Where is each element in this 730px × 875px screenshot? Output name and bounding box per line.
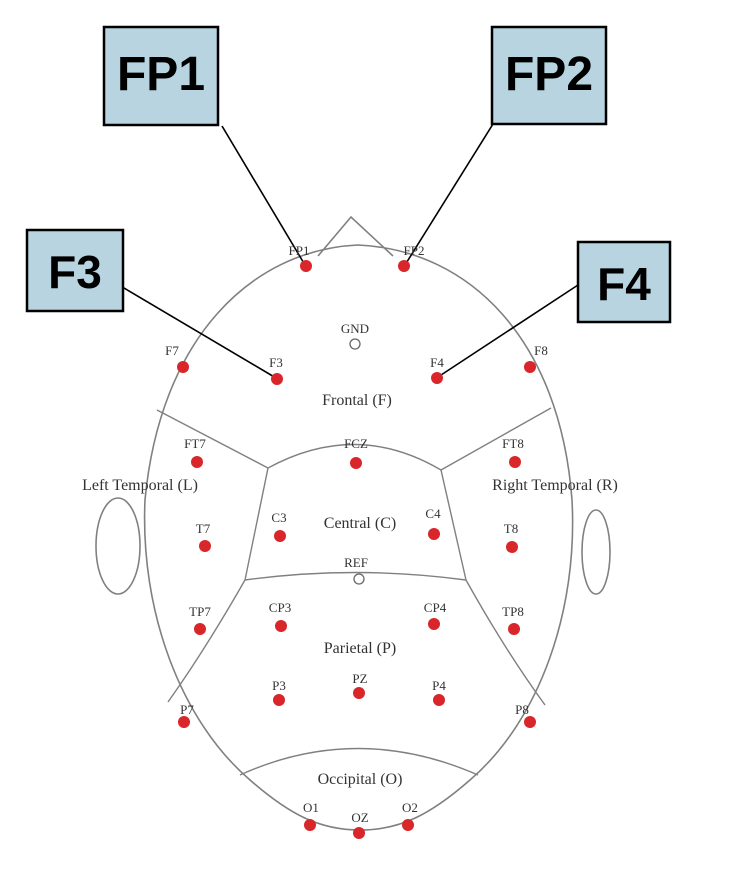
electrode-label-f3: F3 <box>269 355 283 370</box>
callout-label: FP2 <box>505 48 593 101</box>
region-right-temporal: Right Temporal (R) <box>492 477 618 494</box>
electrode-dot-pz <box>353 687 365 699</box>
region-left-temporal: Left Temporal (L) <box>82 477 198 494</box>
occipital-arc <box>239 747 479 776</box>
central-top-arc <box>267 443 442 471</box>
electrode-dot-c4 <box>428 528 440 540</box>
central-bottom-arc <box>244 571 467 581</box>
callout-label: FP1 <box>117 48 205 101</box>
electrode-dot-o2 <box>402 819 414 831</box>
ref-marker <box>353 573 365 585</box>
callout-fp1: FP1 <box>102 25 220 127</box>
leader-fp1 <box>221 125 306 266</box>
frontal-divider-left <box>156 409 269 469</box>
gnd-label: GND <box>341 321 369 336</box>
electrode-dot-fp2 <box>398 260 410 272</box>
central-right-side <box>440 469 467 581</box>
electrode-label-f4: F4 <box>430 355 444 370</box>
electrode-labels: FP1 FP2 F7 F3 F4 F8 FT7 FCZ FT8 T7 C3 C4… <box>165 243 548 825</box>
electrode-dot-p3 <box>273 694 285 706</box>
electrode-label-p4: P4 <box>432 678 446 693</box>
gnd-marker <box>349 338 361 350</box>
electrode-label-f8: F8 <box>534 343 548 358</box>
region-occipital: Occipital (O) <box>318 771 403 788</box>
leader-f3 <box>123 287 277 379</box>
electrode-label-cp3: CP3 <box>269 600 291 615</box>
callout-f4: F4 <box>576 240 672 324</box>
electrode-dot-f8 <box>524 361 536 373</box>
electrode-dot-ft7 <box>191 456 203 468</box>
electrode-label-p8: P8 <box>515 702 529 717</box>
region-labels: Frontal (F) Central (C) Parietal (P) Occ… <box>82 392 618 788</box>
electrode-dot-f7 <box>177 361 189 373</box>
electrode-label-o1: O1 <box>303 800 319 815</box>
electrode-dot-f4 <box>431 372 443 384</box>
electrode-label-tp7: TP7 <box>189 604 211 619</box>
region-dividers <box>156 407 552 776</box>
electrode-label-c4: C4 <box>425 506 441 521</box>
callout-box <box>490 25 608 126</box>
callout-box <box>576 240 672 324</box>
electrode-dot-p4 <box>433 694 445 706</box>
electrode-label-cp4: CP4 <box>424 600 447 615</box>
electrode-dot-fcz <box>350 457 362 469</box>
electrode-dot-f3 <box>271 373 283 385</box>
electrode-label-ft7: FT7 <box>184 436 206 451</box>
electrode-dots <box>177 260 536 839</box>
central-left-side <box>244 467 269 581</box>
electrode-label-pz: PZ <box>352 671 367 686</box>
electrode-label-fp1: FP1 <box>289 243 310 258</box>
electrode-dot-tp8 <box>508 623 520 635</box>
electrode-dot-t7 <box>199 540 211 552</box>
electrode-label-p7: P7 <box>180 702 194 717</box>
callout-label: F4 <box>597 258 651 310</box>
electrode-label-ft8: FT8 <box>502 436 524 451</box>
leader-fp2 <box>404 123 494 266</box>
electrode-dot-p8 <box>524 716 536 728</box>
ref-label: REF <box>344 555 368 570</box>
electrode-dot-oz <box>353 827 365 839</box>
electrode-label-oz: OZ <box>351 810 368 825</box>
region-parietal: Parietal (P) <box>324 640 396 657</box>
electrode-dot-cp3 <box>275 620 287 632</box>
electrode-dot-fp1 <box>300 260 312 272</box>
parietal-right-curve <box>465 579 546 706</box>
callout-label: F3 <box>48 246 102 298</box>
electrode-label-tp8: TP8 <box>502 604 524 619</box>
electrode-label-c3: C3 <box>271 510 286 525</box>
nose <box>317 215 394 257</box>
electrode-dot-t8 <box>506 541 518 553</box>
electrode-label-fcz: FCZ <box>344 436 368 451</box>
callout-leaders <box>123 123 579 379</box>
callout-f3: F3 <box>25 228 125 313</box>
reference-markers: GND REF <box>341 321 369 585</box>
electrode-label-fp2: FP2 <box>404 243 425 258</box>
region-frontal: Frontal (F) <box>322 392 392 409</box>
electrode-dot-c3 <box>274 530 286 542</box>
electrode-label-t8: T8 <box>504 521 518 536</box>
electrode-dot-tp7 <box>194 623 206 635</box>
left-ear <box>95 497 141 595</box>
right-ear <box>581 509 611 595</box>
leader-f4 <box>437 284 579 378</box>
electrode-dot-o1 <box>304 819 316 831</box>
callout-box <box>102 25 220 127</box>
electrode-dot-cp4 <box>428 618 440 630</box>
electrode-dot-p7 <box>178 716 190 728</box>
frontal-divider-right <box>440 407 552 471</box>
region-central: Central (C) <box>324 515 396 532</box>
callout-box <box>25 228 125 313</box>
electrode-label-t7: T7 <box>196 521 211 536</box>
electrode-dot-ft8 <box>509 456 521 468</box>
electrode-label-o2: O2 <box>402 800 418 815</box>
electrode-label-p3: P3 <box>272 678 286 693</box>
callout-fp2: FP2 <box>490 25 608 126</box>
parietal-left-curve <box>167 579 246 703</box>
electrode-label-f7: F7 <box>165 343 179 358</box>
